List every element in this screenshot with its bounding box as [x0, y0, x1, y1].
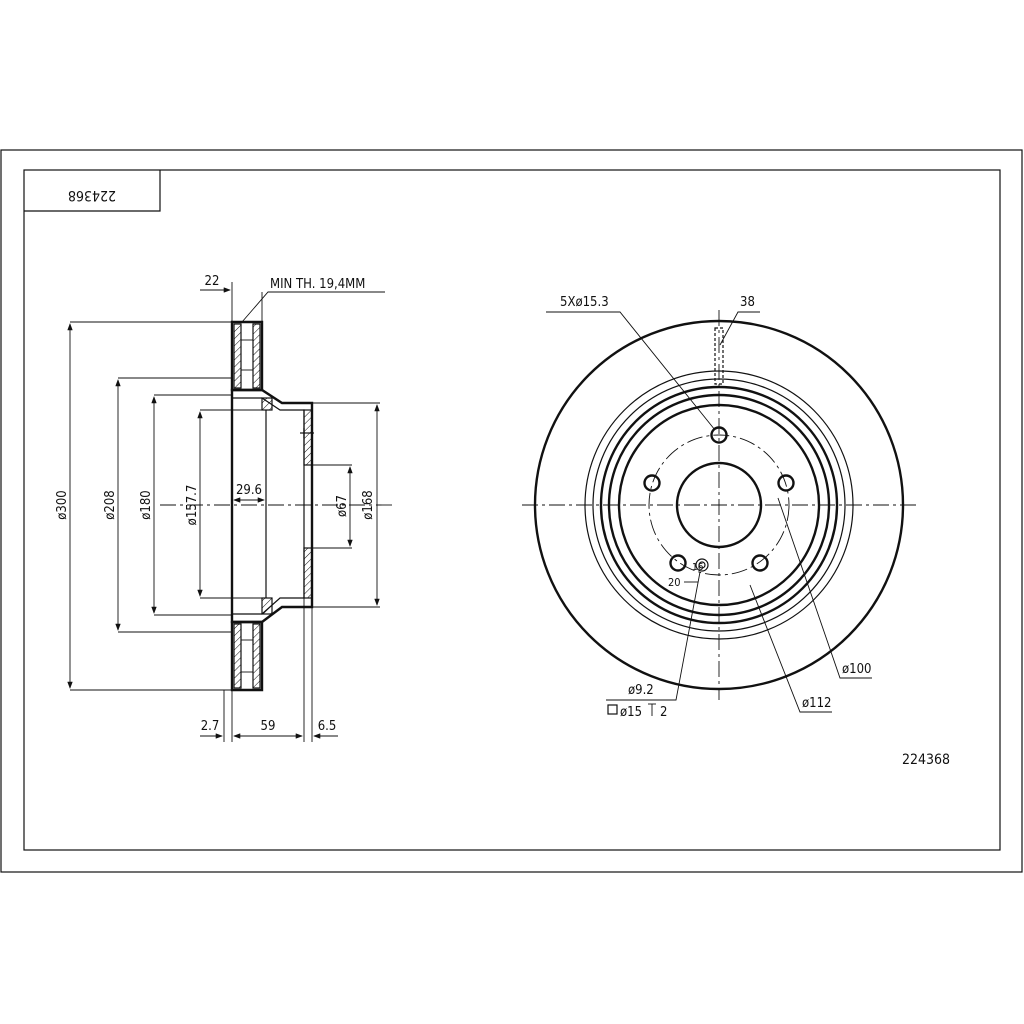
hat-wall-top [303, 409, 313, 466]
dim-small-a: 20 [668, 576, 681, 589]
dim-hat-depth: 29.6 [236, 483, 262, 498]
outer-frame [0, 149, 1023, 873]
hat-outline [230, 388, 314, 624]
title-block: 224368 [24, 170, 161, 212]
dim-offset-a: 2.7 [201, 719, 220, 734]
section-view: ø300 ø208 ø180 ø157.7 29.6 ø67 ø168 [55, 274, 395, 742]
dim-offset-c: 6.5 [318, 719, 337, 734]
friction-face-bottom-left [233, 623, 242, 689]
front-view: 5Xø15.3 38 ø100 ø112 ø9.2 ø15 2 20 16 [522, 295, 916, 720]
dim-d67: ø67 [335, 495, 350, 517]
dim-counterbore: ø15 [620, 705, 642, 720]
dim-d100: ø100 [842, 662, 871, 677]
dim-offset-b: 59 [261, 719, 276, 734]
dim-d157: ø157.7 [185, 485, 200, 526]
counterbore-symbol [607, 704, 618, 715]
friction-face-bottom-right [252, 623, 261, 689]
dim-d180: ø180 [139, 490, 154, 519]
part-number: 224368 [902, 752, 950, 768]
screw-hole [695, 558, 709, 572]
dim-outer-diameter: ø300 [55, 490, 70, 519]
part-number-mirrored: 224368 [68, 187, 116, 203]
hat-wall-bottom [303, 547, 313, 599]
vent-slot [714, 327, 724, 385]
dim-disc-thickness: 22 [205, 274, 220, 289]
bolt-hole [643, 474, 661, 492]
inner-frame [23, 169, 1001, 851]
dim-min-thickness: MIN TH. 19,4MM [270, 277, 365, 292]
dim-d9: ø9.2 [628, 683, 654, 698]
dim-d112: ø112 [802, 696, 831, 711]
bolt-hole [751, 554, 769, 572]
bolt-hole [710, 426, 728, 444]
friction-face-top-left [233, 323, 242, 389]
bolt-hole [669, 554, 687, 572]
dim-angle: 38 [740, 295, 755, 310]
dim-bolt-holes: 5Xø15.3 [560, 295, 609, 310]
dim-counterbore-depth: 2 [660, 705, 667, 720]
dim-d208: ø208 [103, 490, 118, 519]
bolt-hole [777, 474, 795, 492]
dim-small-b: 16 [692, 562, 704, 573]
dim-d168: ø168 [361, 490, 376, 519]
friction-face-top-right [252, 323, 261, 389]
